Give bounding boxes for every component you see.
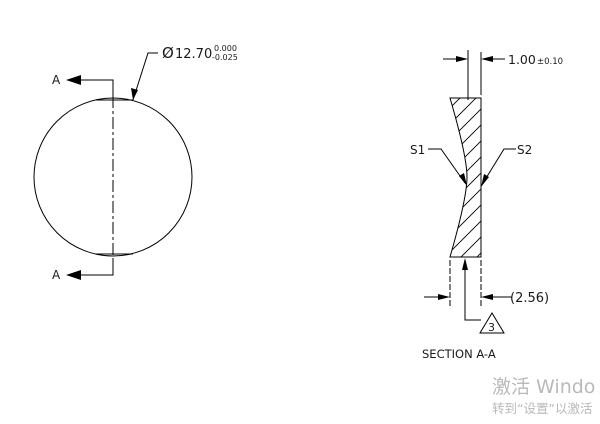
note-flag-arrow-icon	[462, 258, 468, 270]
section-letter-top: A	[52, 73, 61, 87]
s1-leader-line	[428, 148, 466, 184]
diameter-value: 12.70	[175, 47, 212, 62]
lens-section-outline	[449, 97, 482, 258]
surface-label-s1: S1	[410, 143, 425, 157]
section-line-top	[78, 79, 114, 96]
edge-arrow-right-icon	[481, 294, 493, 300]
section-line-bottom	[78, 258, 114, 276]
diameter-tolerance-upper: 0.000	[214, 44, 237, 53]
section-title: SECTION A-A	[422, 347, 496, 361]
diameter-leader-arrow-icon	[131, 88, 138, 100]
thickness-arrow-left-icon	[456, 56, 468, 62]
thickness-arrow-right-icon	[481, 56, 493, 62]
note-flag-triangle-icon	[479, 312, 505, 334]
diameter-symbol: Ø	[162, 44, 174, 62]
diameter-leader-line	[132, 52, 158, 101]
windows-activation-watermark: 激活 Windo 转到“设置”以激活	[492, 376, 595, 418]
note-flag-number: 3	[488, 321, 495, 334]
diameter-tolerance-lower: -0.025	[212, 53, 238, 62]
section-view: 1.00 ±0.10 S1 S2 (2.56) 3 SECTION A-A	[410, 50, 563, 361]
section-arrow-top-icon	[66, 75, 81, 85]
s1-arrow-icon	[459, 173, 467, 186]
watermark-line-1: 激活 Windo	[492, 376, 596, 398]
section-letter-bottom: A	[52, 268, 61, 282]
s2-leader-line	[482, 148, 516, 184]
edge-arrow-left-icon	[438, 294, 450, 300]
thickness-value: 1.00	[508, 52, 536, 67]
note-flag-leader-line	[464, 263, 481, 321]
thickness-tolerance: ±0.10	[537, 57, 563, 67]
edge-thickness-reference: (2.56)	[510, 291, 549, 306]
front-view: A A Ø 12.70 0.000 -0.025	[33, 44, 238, 282]
s2-arrow-icon	[481, 174, 489, 187]
section-arrow-bottom-icon	[66, 270, 81, 280]
watermark-line-2: 转到“设置”以激活	[492, 401, 593, 416]
surface-label-s2: S2	[517, 143, 532, 157]
